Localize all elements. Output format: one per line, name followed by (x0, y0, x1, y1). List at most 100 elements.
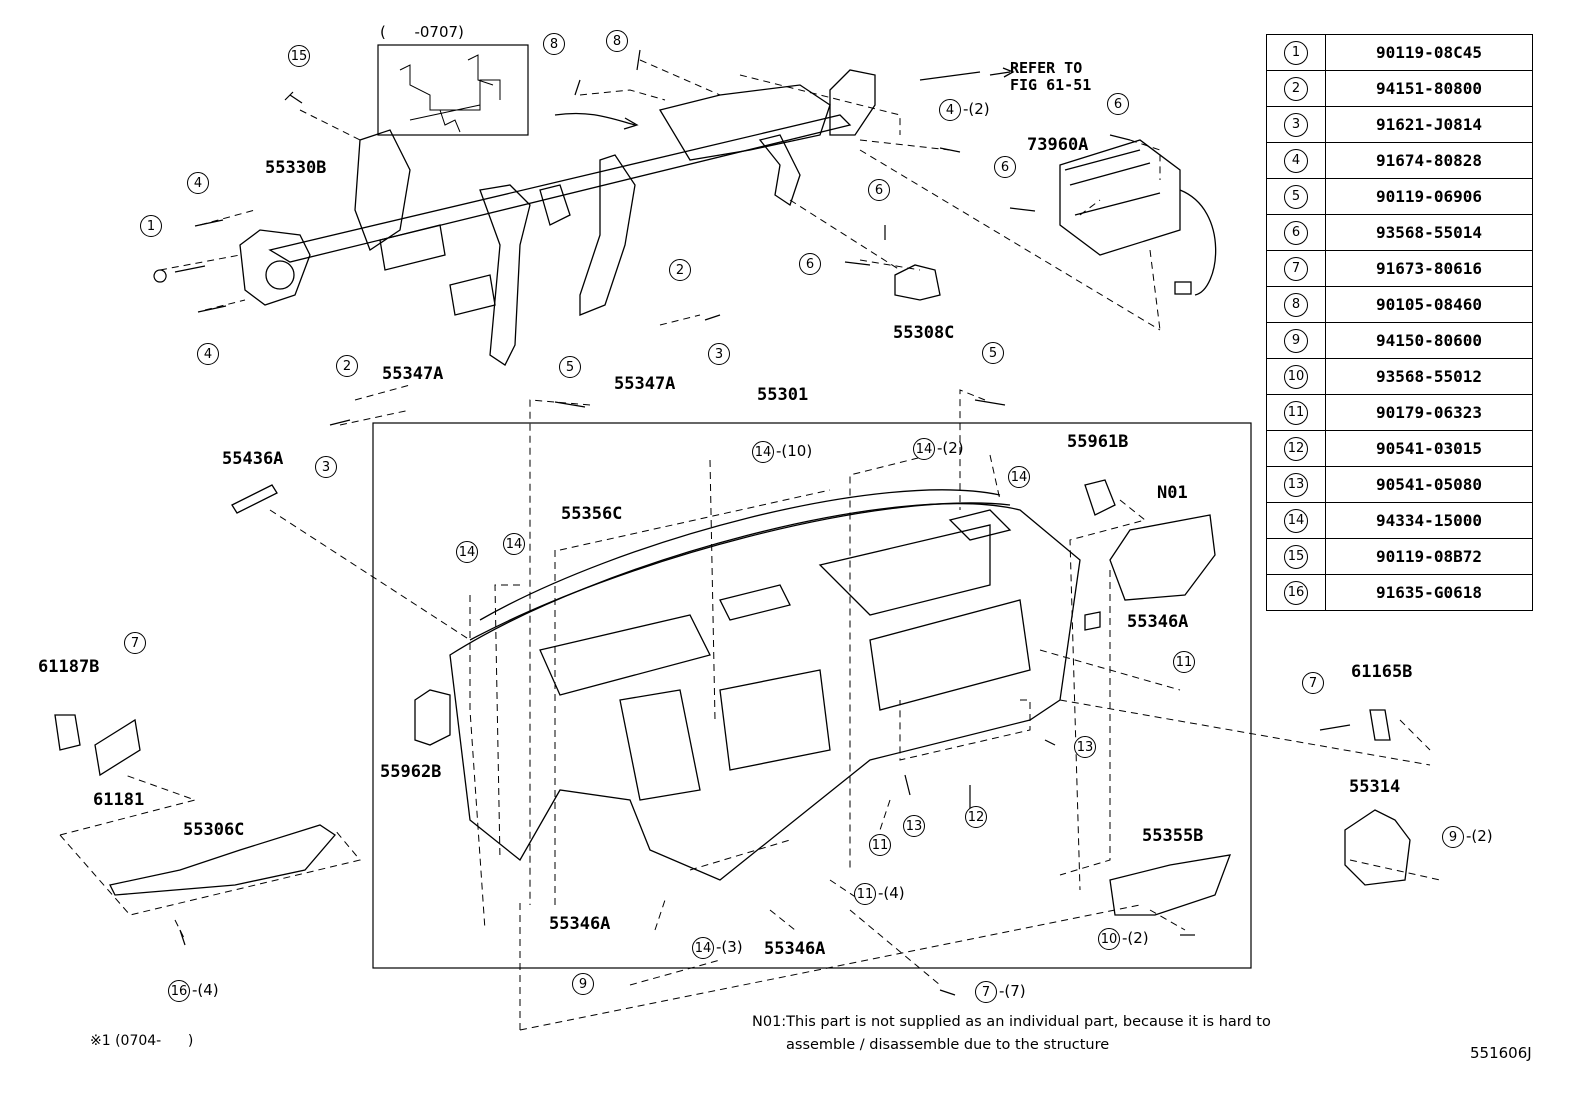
label-73960A: 73960A (1027, 135, 1089, 155)
parts-table-part-number: 91635-G0618 (1325, 574, 1533, 611)
label-55436A: 55436A (222, 449, 284, 469)
callout-quantity: -(2) (1466, 827, 1493, 845)
parts-table-row: 4 91674-80828 (1266, 142, 1533, 179)
callout-circle: 7 (1302, 672, 1324, 694)
label-55347A-left: 55347A (382, 364, 444, 384)
callout-quantity: -(4) (878, 884, 905, 902)
parts-table-part-number: 94334-15000 (1325, 502, 1533, 539)
ref-number-circle: 15 (1284, 544, 1308, 569)
label-55346A-bottom-left: 55346A (549, 914, 611, 934)
parts-table-part-number: 94151-80800 (1325, 70, 1533, 107)
ref-number-circle: 1 (1284, 40, 1308, 65)
label-61187B: 61187B (38, 657, 100, 677)
callout-circle: 6 (994, 156, 1016, 178)
parts-table-row: 12 90541-03015 (1266, 430, 1533, 467)
callout-circle: 7 (975, 981, 997, 1003)
callout-circle: 2 (669, 259, 691, 281)
callout-circle: 14 (456, 541, 478, 563)
inset-bracket-drawing (399, 54, 501, 133)
refer-arrow (989, 67, 1015, 78)
callout-quantity: -(10) (776, 442, 813, 460)
note-line1: N01:This part is not supplied as an indi… (752, 1014, 1271, 1030)
callout-circle: 2 (336, 355, 358, 377)
parts-table-ref: 13 (1266, 466, 1326, 503)
ref-number-circle: 9 (1284, 328, 1308, 353)
parts-table-row: 3 91621-J0814 (1266, 106, 1533, 143)
inset-box (377, 44, 529, 136)
callout-circle: 16 (168, 980, 190, 1002)
ref-number-circle: 13 (1284, 472, 1308, 497)
ref-number-circle: 2 (1284, 76, 1308, 101)
parts-table-part-number: 90541-05080 (1325, 466, 1533, 503)
callout-circle: 6 (799, 253, 821, 275)
parts-table-part-number: 91621-J0814 (1325, 106, 1533, 143)
ref-number-circle: 14 (1284, 508, 1308, 533)
ref-number-circle: 12 (1284, 436, 1308, 461)
bracket-55961B-drawing (1084, 479, 1116, 516)
callout-quantity: -(4) (192, 981, 219, 999)
parts-table-ref: 9 (1266, 322, 1326, 359)
callout-circle: 3 (708, 343, 730, 365)
inset-arrow (554, 112, 636, 126)
cover-55355B-drawing (1109, 854, 1232, 916)
leader-lines (59, 59, 1441, 1031)
fasteners (153, 49, 1351, 996)
callout-quantity: -(2) (963, 100, 990, 118)
parts-table-ref: 7 (1266, 250, 1326, 287)
callout-quantity: -(7) (999, 982, 1026, 1000)
ref-number-circle: 3 (1284, 112, 1308, 137)
ref-number-circle: 6 (1284, 220, 1308, 245)
label-55347A-center: 55347A (614, 374, 676, 394)
callout-circle: 8 (543, 33, 565, 55)
inset-label: ( -0707) (380, 23, 464, 41)
parts-table-part-number: 90119-08B72 (1325, 538, 1533, 575)
parts-table-part-number: 90119-08C45 (1325, 34, 1533, 71)
ref-number-circle: 8 (1284, 292, 1308, 317)
parts-table-ref: 4 (1266, 142, 1326, 179)
panel-frame-box (372, 422, 1252, 969)
instrument-panel-drawing (449, 489, 1081, 881)
callout-quantity: -(2) (937, 439, 964, 457)
callout-circle: 4 (197, 343, 219, 365)
callout-circle: 8 (606, 30, 628, 52)
parts-table-part-number: 91674-80828 (1325, 142, 1533, 179)
parts-table-part-number: 90541-03015 (1325, 430, 1533, 467)
parts-table-ref: 16 (1266, 574, 1326, 611)
ref-number-circle: 4 (1284, 148, 1308, 173)
parts-table-ref: 6 (1266, 214, 1326, 251)
label-55306C: 55306C (183, 820, 245, 840)
callout-circle: 7 (124, 632, 146, 654)
bracket-55436A-drawing (231, 484, 278, 514)
parts-table-ref: 1 (1266, 34, 1326, 71)
ref-number-circle: 11 (1284, 400, 1308, 425)
label-55355B: 55355B (1142, 826, 1204, 846)
callout-circle: 9 (1442, 826, 1464, 848)
callout-circle: 11 (869, 834, 891, 856)
callout-circle: 6 (868, 179, 890, 201)
label-55330B: 55330B (265, 158, 327, 178)
callout-circle: 6 (1107, 93, 1129, 115)
label-61181: 61181 (93, 790, 145, 810)
parts-table-part-number: 90179-06323 (1325, 394, 1533, 431)
parts-table-row: 15 90119-08B72 (1266, 538, 1533, 575)
callout-circle: 4 (187, 172, 209, 194)
callout-circle: 13 (1074, 736, 1096, 758)
bracket-61165B-drawing (1369, 709, 1391, 741)
parts-table-part-number: 91673-80616 (1325, 250, 1533, 287)
callout-quantity: -(3) (716, 938, 743, 956)
callout-circle: 4 (939, 99, 961, 121)
callout-circle: 12 (965, 806, 987, 828)
ref-number-circle: 10 (1284, 364, 1308, 389)
callout-circle: 10 (1098, 928, 1120, 950)
callout-circle: 1 (140, 215, 162, 237)
label-55314: 55314 (1349, 777, 1401, 797)
parts-table-ref: 12 (1266, 430, 1326, 467)
callout-circle: 15 (288, 45, 310, 67)
callout-circle: 11 (1173, 651, 1195, 673)
parts-table-ref: 15 (1266, 538, 1326, 575)
